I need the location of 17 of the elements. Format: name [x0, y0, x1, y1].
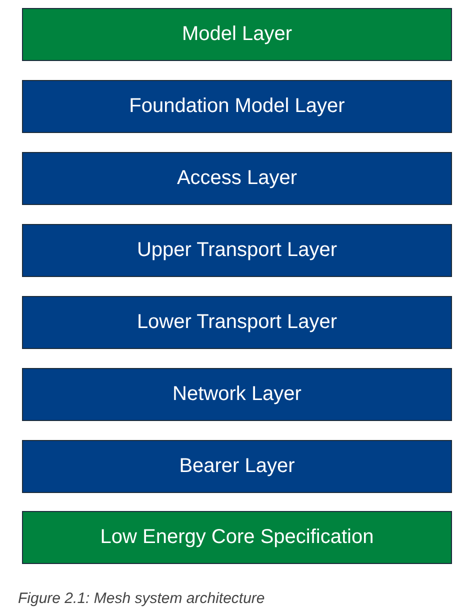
- layer-box: [22, 368, 452, 421]
- layer-box: [22, 80, 452, 133]
- layer-box: [22, 440, 452, 493]
- layer-label: Foundation Model Layer: [129, 95, 345, 118]
- layer-box: [22, 511, 452, 564]
- layer-box: [22, 224, 452, 277]
- layer-label: Access Layer: [176, 167, 298, 190]
- layer-box: [22, 152, 452, 205]
- layer-label: Low Energy Core Specification: [100, 526, 374, 549]
- figure-caption: Figure 2.1: Mesh system architecture: [18, 590, 265, 607]
- layer-box: [22, 296, 452, 349]
- layer-box: [22, 8, 452, 61]
- layer-label: Lower Transport Layer: [136, 311, 338, 334]
- layer-label: Bearer Layer: [179, 455, 295, 478]
- layer-label: Upper Transport Layer: [136, 239, 338, 262]
- layer-label: Model Layer: [182, 23, 292, 46]
- layer-label: Network Layer: [172, 383, 302, 406]
